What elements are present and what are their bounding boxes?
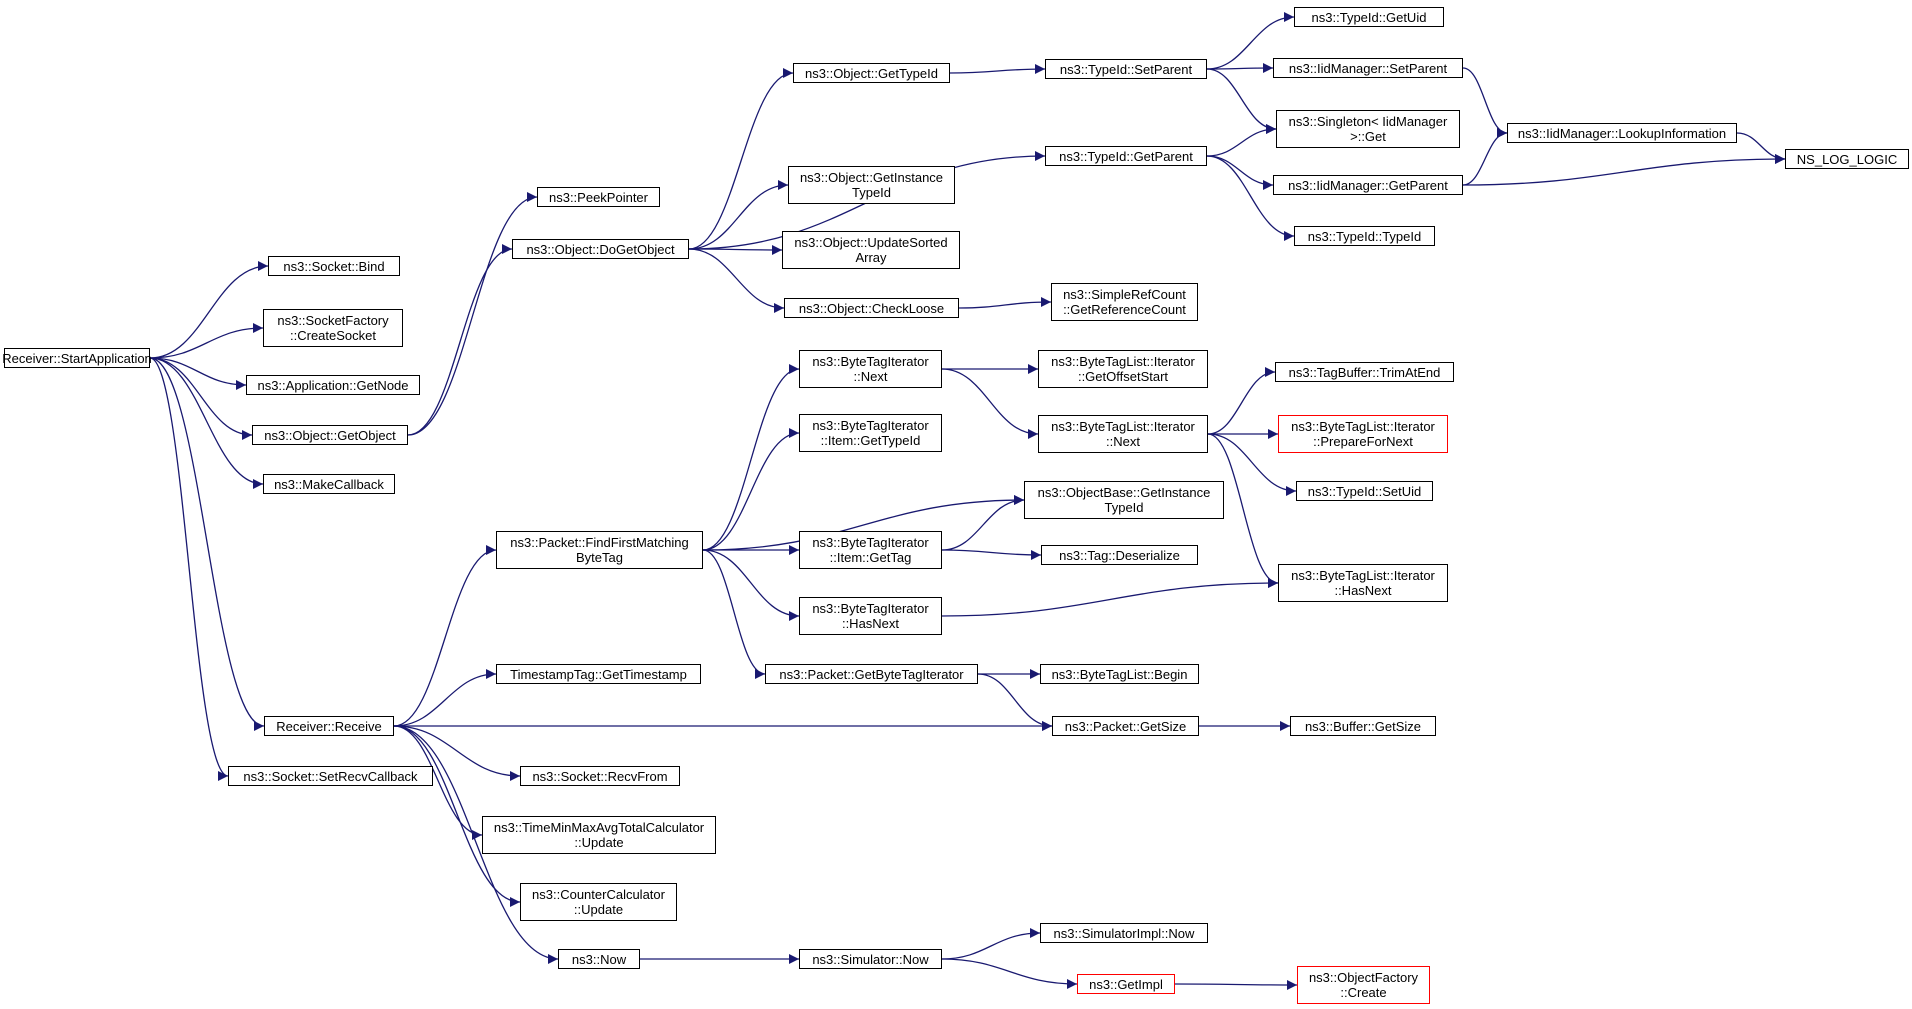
node-getimpl[interactable]: ns3::GetImpl — [1077, 974, 1175, 994]
call-edge-n_iid_get_parent-to-n_iid_lookup — [1462, 128, 1508, 186]
node-object-checkloose[interactable]: ns3::Object::CheckLoose — [784, 298, 959, 318]
node-timeminmaxavgtotalcalculator-update[interactable]: ns3::TimeMinMaxAvgTotalCalculator::Updat… — [482, 816, 716, 854]
call-edge-n_get_object-to-n_do_get_object — [407, 244, 513, 436]
node-application-getnode[interactable]: ns3::Application::GetNode — [246, 375, 420, 395]
call-edge-n_receiver_receive-to-n_tmmatc_update — [393, 725, 483, 840]
node-tagbuffer-trimatend[interactable]: ns3::TagBuffer::TrimAtEnd — [1275, 362, 1454, 382]
node-makecallback[interactable]: ns3::MakeCallback — [263, 474, 395, 494]
call-edge-n_typeid_get_parent-to-n_iid_get_parent — [1206, 155, 1274, 190]
node-object-gettypeid[interactable]: ns3::Object::GetTypeId — [793, 63, 950, 83]
call-edge-n_do_get_object-to-n_obj_get_instance_typeid — [688, 180, 789, 250]
node-simplerefcount-getreferencecount[interactable]: ns3::SimpleRefCount::GetReferenceCount — [1051, 283, 1198, 321]
node-bytetagiterator-item-gettypeid[interactable]: ns3::ByteTagIterator::Item::GetTypeId — [799, 414, 942, 452]
call-edge-n_get_object-to-n_peek_pointer — [407, 192, 538, 436]
call-edge-n_btl_next-to-n_typeid_set_uid — [1207, 433, 1297, 496]
node-iidmanager-setparent[interactable]: ns3::IidManager::SetParent — [1273, 58, 1463, 78]
node-typeid-getuid[interactable]: ns3::TypeId::GetUid — [1294, 7, 1444, 27]
call-edge-n_root-to-n_get_node — [149, 357, 247, 390]
node-bytetaglist-iterator-preparefornext[interactable]: ns3::ByteTagList::Iterator::PrepareForNe… — [1278, 415, 1448, 453]
call-edge-n_root-to-n_make_callback — [149, 357, 264, 489]
node-typeid-setuid[interactable]: ns3::TypeId::SetUid — [1296, 481, 1433, 501]
node-packet-getsize[interactable]: ns3::Packet::GetSize — [1052, 716, 1199, 736]
node-buffer-getsize[interactable]: ns3::Buffer::GetSize — [1290, 716, 1436, 736]
node-simulatorimpl-now[interactable]: ns3::SimulatorImpl::Now — [1040, 923, 1208, 943]
call-edge-n_packet_find_first-to-n_bti_item_get_typeid — [702, 428, 800, 551]
call-edge-n_simulator_now-to-n_simimpl_now — [941, 928, 1041, 960]
call-edge-n_do_get_object-to-n_obj_update_sorted — [688, 244, 783, 255]
node-bytetaglist-iterator-hasnext[interactable]: ns3::ByteTagList::Iterator::HasNext — [1278, 564, 1448, 602]
call-edge-n_bti_next-to-n_btl_next — [941, 368, 1039, 439]
node-receiver-start-application: Receiver::StartApplication — [2, 348, 152, 368]
node-iidmanager-getparent[interactable]: ns3::IidManager::GetParent — [1273, 175, 1463, 195]
call-edge-n_receiver_receive-to-n_packet_find_first — [393, 545, 497, 727]
node-socketfactory-createsocket[interactable]: ns3::SocketFactory::CreateSocket — [263, 309, 403, 347]
call-edge-n_root-to-n_receiver_receive — [149, 357, 265, 731]
node-ns3-now[interactable]: ns3::Now — [558, 949, 640, 969]
call-edge-n_typeid_set_parent-to-n_singleton_get — [1206, 68, 1277, 134]
call-edge-n_bti_has_next-to-n_btl_has_next — [941, 578, 1279, 617]
node-bytetagiterator-item-gettag[interactable]: ns3::ByteTagIterator::Item::GetTag — [799, 531, 942, 569]
node-bytetaglist-begin[interactable]: ns3::ByteTagList::Begin — [1040, 664, 1199, 684]
call-edge-n_typeid_set_parent-to-n_typeid_get_uid — [1206, 12, 1295, 70]
call-edge-n_iid_get_parent-to-n_ns_log_logic — [1462, 154, 1786, 186]
call-edge-n_typeid_get_parent-to-n_typeid_typeid — [1206, 155, 1295, 241]
call-edge-n_btl_next-to-n_tagbuffer_trim — [1207, 367, 1276, 435]
call-edge-n_bti_item_get_tag-to-n_tag_deserialize — [941, 549, 1042, 560]
call-edge-n_packet_find_first-to-n_bti_has_next — [702, 549, 800, 621]
node-object-getobject[interactable]: ns3::Object::GetObject — [252, 425, 408, 445]
node-receiver-receive[interactable]: Receiver::Receive — [264, 716, 394, 736]
call-edge-n_root-to-n_get_object — [149, 357, 253, 440]
node-packet-getbytetagiterator[interactable]: ns3::Packet::GetByteTagIterator — [765, 664, 978, 684]
call-edge-n_typeid_get_parent-to-n_singleton_get — [1206, 124, 1277, 157]
call-edge-n_obj_check_loose-to-n_simple_refcount — [958, 297, 1052, 309]
node-socket-setrecvcallback[interactable]: ns3::Socket::SetRecvCallback — [228, 766, 433, 786]
node-bytetagiterator-hasnext[interactable]: ns3::ByteTagIterator::HasNext — [799, 597, 942, 635]
node-socket-bind[interactable]: ns3::Socket::Bind — [268, 256, 400, 276]
node-simulator-now[interactable]: ns3::Simulator::Now — [799, 949, 942, 969]
call-edge-n_receiver_receive-to-n_counter_update — [393, 725, 521, 907]
call-edge-n_root-to-n_bind — [149, 261, 269, 359]
call-edge-n_packet_get_bti-to-n_packet_get_size — [977, 673, 1053, 731]
call-edge-n_do_get_object-to-n_obj_get_typeid — [688, 68, 794, 250]
node-objectfactory-create[interactable]: ns3::ObjectFactory::Create — [1297, 966, 1430, 1004]
call-edge-n_do_get_object-to-n_obj_check_loose — [688, 248, 785, 313]
call-edge-n_packet_find_first-to-n_packet_get_bti — [702, 549, 766, 679]
node-typeid-setparent[interactable]: ns3::TypeId::SetParent — [1045, 59, 1207, 79]
call-edge-n_root-to-n_socket_set_recv_cb — [149, 357, 229, 781]
node-typeid-typeid[interactable]: ns3::TypeId::TypeId — [1294, 226, 1435, 246]
call-edge-n_typeid_set_parent-to-n_iid_set_parent — [1206, 63, 1274, 74]
node-iidmanager-lookupinformation[interactable]: ns3::IidManager::LookupInformation — [1507, 123, 1737, 143]
node-singleton-iidmanager-get[interactable]: ns3::Singleton< IidManager >::Get — [1276, 110, 1460, 148]
call-edge-n_receiver_receive-to-n_ns3_now — [393, 725, 559, 964]
node-typeid-getparent[interactable]: ns3::TypeId::GetParent — [1045, 146, 1207, 166]
call-edge-n_packet_find_first-to-n_objbase_get_instance_typeid — [702, 495, 1025, 551]
call-edge-n_btl_next-to-n_btl_has_next — [1207, 433, 1279, 588]
call-edge-n_get_impl-to-n_objfactory_create — [1174, 979, 1298, 990]
call-edge-n_packet_find_first-to-n_bti_next — [702, 364, 800, 551]
call-edge-n_root-to-n_create_socket — [149, 323, 264, 359]
call-edge-n_bti_item_get_tag-to-n_objbase_get_instance_typeid — [941, 495, 1025, 551]
node-socket-recvfrom[interactable]: ns3::Socket::RecvFrom — [520, 766, 680, 786]
call-edge-n_obj_get_typeid-to-n_typeid_set_parent — [949, 64, 1046, 75]
call-edge-n_receiver_receive-to-n_socket_recvfrom — [393, 725, 521, 781]
node-bytetaglist-iterator-getoffsetstart[interactable]: ns3::ByteTagList::Iterator::GetOffsetSta… — [1038, 350, 1208, 388]
node-object-dogetobject[interactable]: ns3::Object::DoGetObject — [512, 239, 689, 259]
node-ns-log-logic[interactable]: NS_LOG_LOGIC — [1785, 149, 1909, 169]
node-bytetagiterator-next[interactable]: ns3::ByteTagIterator::Next — [799, 350, 942, 388]
call-edge-n_receiver_receive-to-n_timestamp_get — [393, 669, 497, 727]
node-peekpointer[interactable]: ns3::PeekPointer — [537, 187, 660, 207]
node-tag-deserialize[interactable]: ns3::Tag::Deserialize — [1041, 545, 1198, 565]
call-edge-n_iid_set_parent-to-n_iid_lookup — [1462, 67, 1508, 138]
call-edge-n_iid_lookup-to-n_ns_log_logic — [1736, 132, 1786, 164]
node-countercalculator-update[interactable]: ns3::CounterCalculator::Update — [520, 883, 677, 921]
node-bytetaglist-iterator-next[interactable]: ns3::ByteTagList::Iterator::Next — [1038, 415, 1208, 453]
call-edge-n_simulator_now-to-n_get_impl — [941, 958, 1078, 989]
node-timestamptag-gettimestamp[interactable]: TimestampTag::GetTimestamp — [496, 664, 701, 684]
